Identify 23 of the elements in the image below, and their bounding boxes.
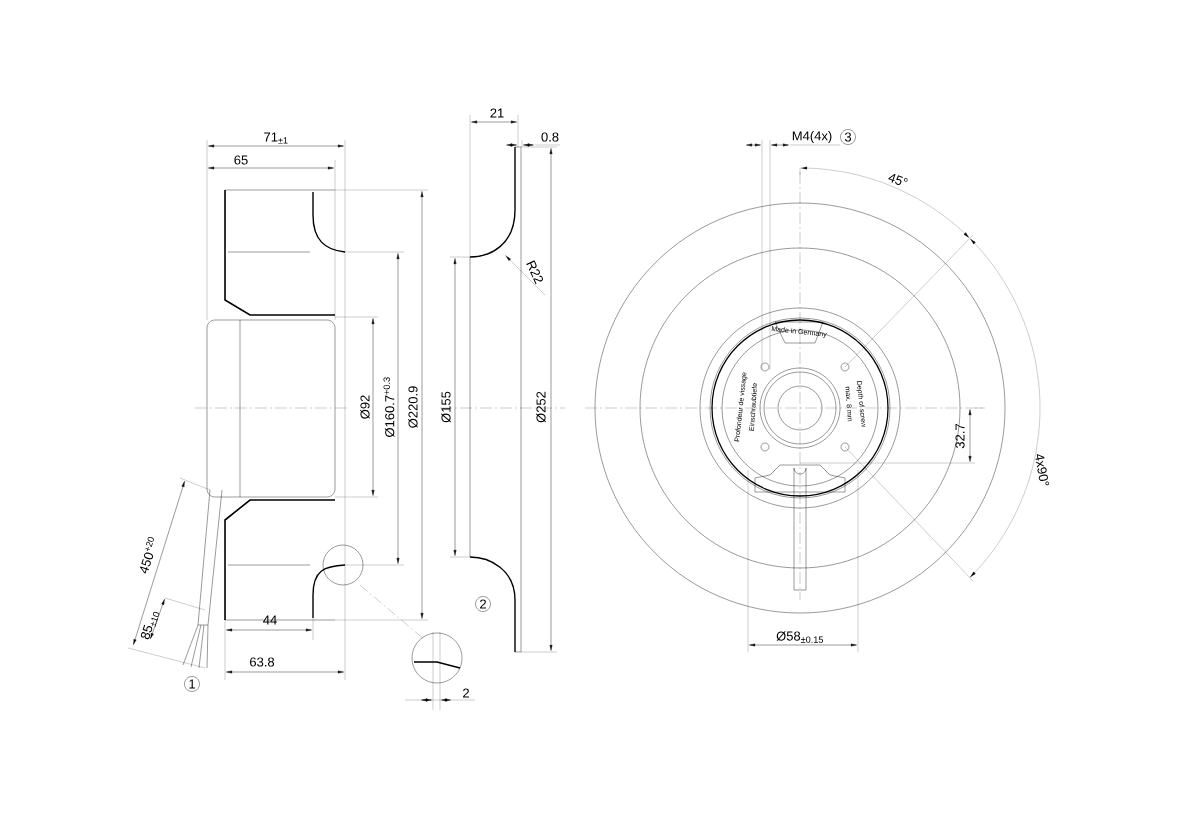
dimension-label: Ø220.9 [408, 386, 418, 428]
dimension-label: 2 [463, 688, 469, 698]
dimension-label: Ø160.7$^{+0.3}$ [383, 377, 395, 438]
dimension-label: 32.7 [955, 424, 965, 449]
dimension-label: R22 [526, 260, 543, 285]
dimension-label: 71$_{±1}$ [264, 132, 288, 144]
callout-number: 2 [475, 596, 491, 612]
dimension-label: 63.8 [250, 657, 275, 667]
dimension-label: 45° [888, 173, 908, 185]
dimension-label: 21 [490, 108, 504, 118]
dimension-label: 65 [234, 155, 248, 165]
callout-number: 3 [840, 129, 856, 145]
dimension-label: Ø252 [536, 391, 546, 423]
dimension-label: Ø155 [441, 391, 451, 423]
dimension-label: Ø58$_{±0.15}$ [776, 631, 823, 643]
dimension-label: 450$^{+20}$ [140, 536, 154, 574]
callout-number: 1 [184, 676, 200, 692]
dimension-label: Ø92 [360, 395, 370, 419]
dimension-label: 4x90° [1035, 454, 1049, 486]
dimension-label: 85$_{±10}$ [140, 611, 160, 640]
dimension-label: 44 [263, 615, 277, 625]
dimension-label: M4(4x) [792, 130, 832, 144]
dimension-label: 0.8 [541, 132, 559, 142]
